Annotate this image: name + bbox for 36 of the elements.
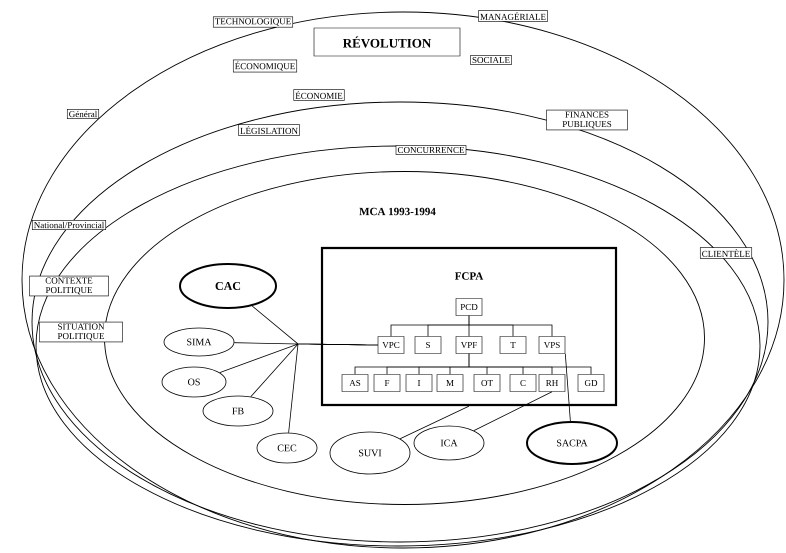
label-box: RÉVOLUTION: [314, 28, 460, 56]
org-box: F: [374, 374, 400, 392]
org-box: AS: [342, 374, 368, 392]
org-box: M: [436, 374, 464, 392]
org-box: C: [510, 374, 536, 392]
org-box: VPC: [378, 336, 404, 354]
org-box: VPS: [538, 336, 566, 354]
label-box: ÉCONOMIE: [293, 89, 345, 101]
connector-line: [468, 315, 552, 337]
label-box: TECHNOLOGIQUE: [212, 16, 294, 28]
title-text: FCPA: [454, 272, 484, 280]
org-box: T: [500, 336, 526, 354]
org-box: S: [414, 336, 442, 354]
connector-line: [288, 344, 378, 434]
org-box: I: [406, 374, 432, 392]
connector-line: [468, 353, 592, 375]
label-box: LÉGISLATION: [238, 124, 300, 136]
label-box: SOCIALE: [470, 55, 512, 65]
label-box: National/Provincial: [32, 220, 106, 230]
label-box: FINANCES PUBLIQUES: [546, 110, 628, 130]
label-box: CONCURRENCE: [396, 145, 466, 155]
label-box: SITUATION POLITIQUE: [39, 322, 123, 342]
label-box: CONTEXTE POLITIQUE: [29, 276, 109, 296]
label-box: CLIENTÈLE: [700, 247, 752, 259]
org-box: OT: [474, 374, 500, 392]
org-box: GD: [578, 374, 604, 392]
org-box: RH: [538, 374, 566, 392]
connector-line: [400, 406, 470, 440]
connector-line: [564, 353, 571, 422]
org-box: VPF: [456, 336, 482, 354]
org-box: PCD: [456, 298, 482, 316]
label-box: Général: [66, 109, 100, 119]
label-box: ÉCONOMIQUE: [232, 60, 298, 72]
title-text: MCA 1993-1994: [359, 208, 436, 216]
label-box: MANAGÉRIALE: [478, 10, 548, 22]
connector-line: [474, 391, 552, 432]
